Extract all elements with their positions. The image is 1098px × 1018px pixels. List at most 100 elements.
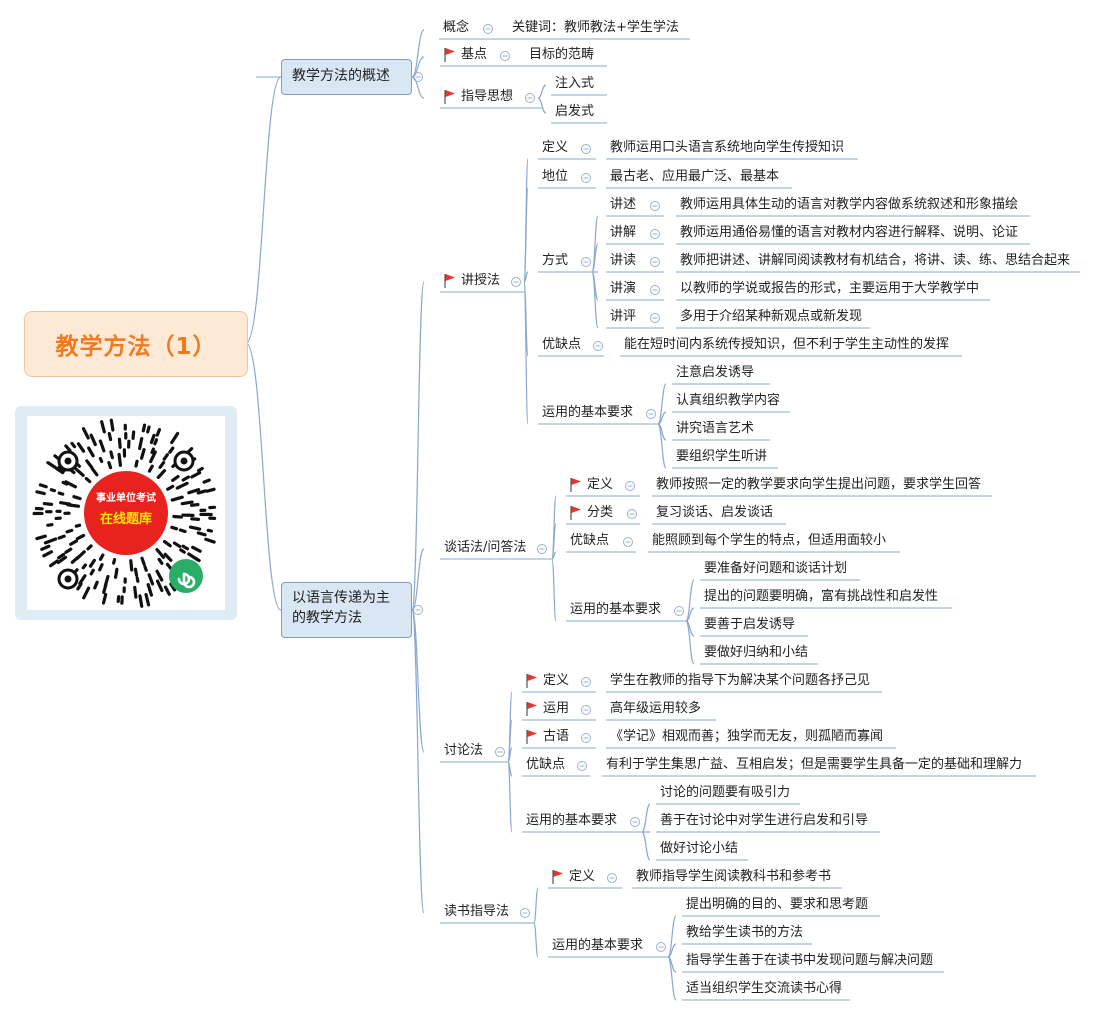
basis-value[interactable]: 目标的范畴 bbox=[529, 47, 595, 62]
lecture-status-label[interactable]: 地位 bbox=[542, 169, 569, 184]
disc-ancient-label[interactable]: 古语 bbox=[543, 729, 570, 744]
collapse-toggle-icon[interactable] bbox=[511, 277, 521, 287]
collapse-toggle-icon[interactable] bbox=[500, 51, 510, 61]
reading-def-value[interactable]: 教师指导学生阅读教科书和参考书 bbox=[636, 869, 832, 884]
root-node[interactable]: 教学方法（1） bbox=[24, 311, 248, 377]
disc-req-2[interactable]: 善于在讨论中对学生进行启发和引导 bbox=[660, 813, 869, 828]
disc-usage-value[interactable]: 高年级运用较多 bbox=[610, 701, 702, 716]
reading-req-1[interactable]: 提出明确的目的、要求和思考题 bbox=[686, 897, 869, 912]
disc-req-label[interactable]: 运用的基本要求 bbox=[526, 813, 618, 828]
collapse-toggle-icon[interactable] bbox=[413, 72, 423, 82]
lecture-status-value[interactable]: 最古老、应用最广泛、最基本 bbox=[610, 169, 780, 184]
talk-def-value[interactable]: 教师按照一定的教学要求向学生提出问题，要求学生回答 bbox=[656, 477, 982, 492]
talk-req-1[interactable]: 要准备好问题和谈话计划 bbox=[704, 561, 848, 576]
qr-dash bbox=[163, 585, 171, 596]
collapse-toggle-icon[interactable] bbox=[625, 481, 635, 491]
disc-pros-value[interactable]: 有利于学生集思广益、互相启发；但是需要学生具备一定的基础和理解力 bbox=[606, 757, 1023, 772]
disc-def-label[interactable]: 定义 bbox=[543, 673, 570, 688]
collapse-toggle-icon[interactable] bbox=[537, 544, 547, 554]
disc-pros-label[interactable]: 优缺点 bbox=[526, 757, 566, 772]
lecture-def-label[interactable]: 定义 bbox=[542, 140, 569, 155]
lecture-def-value[interactable]: 教师运用口头语言系统地向学生传授知识 bbox=[610, 140, 845, 155]
collapse-toggle-icon[interactable] bbox=[593, 341, 603, 351]
lecture-req-1[interactable]: 注意启发诱导 bbox=[676, 365, 755, 380]
guiding-item-1[interactable]: 注入式 bbox=[555, 76, 595, 91]
disc-def-value[interactable]: 学生在教师的指导下为解决某个问题各抒己见 bbox=[610, 673, 871, 688]
collapse-toggle-icon[interactable] bbox=[413, 605, 423, 615]
mode-5-label[interactable]: 讲评 bbox=[610, 309, 637, 324]
reading-req-4[interactable]: 适当组织学生交流读书心得 bbox=[686, 981, 843, 996]
talk-types-value[interactable]: 复习谈话、启发谈话 bbox=[656, 505, 774, 520]
collapse-toggle-icon[interactable] bbox=[646, 409, 656, 419]
collapse-toggle-icon[interactable] bbox=[581, 257, 591, 267]
collapse-toggle-icon[interactable] bbox=[650, 201, 660, 211]
basis-label[interactable]: 基点 bbox=[461, 47, 488, 62]
mode-4-label[interactable]: 讲演 bbox=[610, 281, 637, 296]
guiding-label[interactable]: 指导思想 bbox=[461, 89, 514, 104]
lecture-pros-label[interactable]: 优缺点 bbox=[542, 337, 582, 352]
reading-req-label[interactable]: 运用的基本要求 bbox=[552, 938, 644, 953]
collapse-toggle-icon[interactable] bbox=[627, 509, 637, 519]
lecture-pros-value[interactable]: 能在短时间内系统传授知识，但不利于学生主动性的发挥 bbox=[624, 337, 950, 352]
talk-types-label[interactable]: 分类 bbox=[587, 505, 614, 520]
collapse-toggle-icon[interactable] bbox=[525, 93, 535, 103]
mode-2-value[interactable]: 教师运用通俗易懂的语言对教材内容进行解释、说明、论证 bbox=[680, 225, 1019, 240]
talk-pros-label[interactable]: 优缺点 bbox=[570, 533, 610, 548]
talk-req-4[interactable]: 要做好归纳和小结 bbox=[704, 645, 809, 660]
mode-1-label[interactable]: 讲述 bbox=[610, 197, 637, 212]
concept-label[interactable]: 概念 bbox=[443, 20, 470, 35]
collapse-toggle-icon[interactable] bbox=[581, 733, 591, 743]
qr-dash bbox=[181, 475, 190, 482]
talk-req-3[interactable]: 要善于启发诱导 bbox=[704, 617, 796, 632]
collapse-toggle-icon[interactable] bbox=[650, 313, 660, 323]
mode-5-value[interactable]: 多用于介绍某种新观点或新发现 bbox=[680, 309, 863, 324]
collapse-toggle-icon[interactable] bbox=[674, 606, 684, 616]
collapse-toggle-icon[interactable] bbox=[581, 173, 591, 183]
collapse-toggle-icon[interactable] bbox=[656, 942, 666, 952]
mode-1-value[interactable]: 教师运用具体生动的语言对教学内容做系统叙述和形象描绘 bbox=[680, 197, 1019, 212]
collapse-toggle-icon[interactable] bbox=[581, 677, 591, 687]
talk-title[interactable]: 谈话法/问答法 bbox=[444, 540, 527, 555]
disc-usage-label[interactable]: 运用 bbox=[543, 701, 570, 716]
collapse-toggle-icon[interactable] bbox=[495, 747, 505, 757]
collapse-toggle-icon[interactable] bbox=[630, 817, 640, 827]
guiding-item-2[interactable]: 启发式 bbox=[555, 104, 595, 119]
collapse-toggle-icon[interactable] bbox=[520, 908, 530, 918]
branch-overview[interactable]: 教学方法的概述 bbox=[281, 59, 412, 95]
reading-req-3[interactable]: 指导学生善于在读书中发现问题与解决问题 bbox=[686, 953, 934, 968]
collapse-toggle-icon[interactable] bbox=[483, 24, 493, 34]
mode-4-value[interactable]: 以教师的学说或报告的形式，主要运用于大学教学中 bbox=[680, 281, 980, 296]
reading-title[interactable]: 读书指导法 bbox=[444, 904, 510, 919]
collapse-toggle-icon[interactable] bbox=[623, 537, 633, 547]
collapse-toggle-icon[interactable] bbox=[650, 257, 660, 267]
lecture-title[interactable]: 讲授法 bbox=[461, 273, 501, 288]
collapse-toggle-icon[interactable] bbox=[650, 285, 660, 295]
collapse-toggle-icon[interactable] bbox=[607, 873, 617, 883]
mode-3-value[interactable]: 教师把讲述、讲解同阅读教材有机结合，将讲、读、练、思结合起来 bbox=[680, 253, 1071, 268]
reading-def-label[interactable]: 定义 bbox=[569, 869, 596, 884]
collapse-toggle-icon[interactable] bbox=[581, 705, 591, 715]
connector-curve bbox=[537, 84, 547, 99]
collapse-toggle-icon[interactable] bbox=[577, 761, 587, 771]
disc-ancient-value[interactable]: 《学记》相观而善；独学而无友，则孤陋而寡闻 bbox=[610, 729, 884, 744]
mode-3-label[interactable]: 讲读 bbox=[610, 253, 637, 268]
talk-def-label[interactable]: 定义 bbox=[587, 477, 614, 492]
concept-value[interactable]: 关键词：教师教法+学生学法 bbox=[512, 20, 679, 35]
branch-language-title-line2: 的教学方法 bbox=[292, 610, 362, 626]
collapse-toggle-icon[interactable] bbox=[650, 229, 660, 239]
reading-req-2[interactable]: 教给学生读书的方法 bbox=[686, 925, 804, 940]
lecture-req-label[interactable]: 运用的基本要求 bbox=[542, 405, 634, 420]
branch-language[interactable]: 以语言传递为主 的教学方法 bbox=[281, 582, 412, 638]
collapse-toggle-icon[interactable] bbox=[581, 144, 591, 154]
lecture-req-3[interactable]: 讲究语言艺术 bbox=[676, 421, 755, 436]
disc-req-3[interactable]: 做好讨论小结 bbox=[660, 841, 739, 856]
discussion-title[interactable]: 讨论法 bbox=[444, 743, 484, 758]
talk-pros-value[interactable]: 能照顾到每个学生的特点，但适用面较小 bbox=[652, 533, 887, 548]
talk-req-label[interactable]: 运用的基本要求 bbox=[570, 602, 662, 617]
mode-2-label[interactable]: 讲解 bbox=[610, 225, 637, 240]
lecture-req-4[interactable]: 要组织学生听讲 bbox=[676, 449, 768, 464]
talk-req-2[interactable]: 提出的问题要明确，富有挑战性和启发性 bbox=[704, 589, 939, 604]
lecture-modes-label[interactable]: 方式 bbox=[542, 253, 569, 268]
disc-req-1[interactable]: 讨论的问题要有吸引力 bbox=[660, 785, 791, 800]
lecture-req-2[interactable]: 认真组织教学内容 bbox=[676, 393, 781, 408]
